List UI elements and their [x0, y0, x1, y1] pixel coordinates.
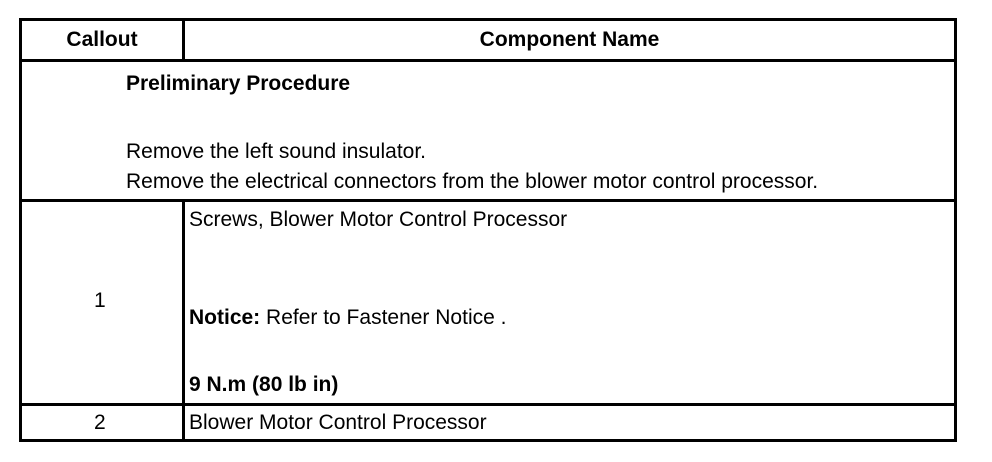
header-component-name: Component Name [479, 28, 660, 51]
notice-label: Notice: [189, 306, 261, 329]
table-row: 2 Blower Motor Control Processor [22, 406, 954, 439]
notice-text: Refer to Fastener Notice . [260, 306, 507, 329]
divider-row-1 [22, 403, 954, 406]
table-row: 1 Screws, Blower Motor Control Processor… [22, 202, 954, 403]
row-2-callout: 2 [94, 411, 106, 434]
row-1-component: Screws, Blower Motor Control Processor [189, 208, 568, 231]
preliminary-procedure-title: Preliminary Procedure [126, 72, 351, 95]
header-callout: Callout [66, 28, 138, 51]
procedure-table: Callout Component Name Preliminary Proce… [19, 18, 957, 442]
row-1-notice: Notice: Refer to Fastener Notice . [189, 306, 506, 330]
preliminary-step-1: Remove the left sound insulator. [126, 140, 427, 163]
preliminary-procedure-cell: Preliminary Procedure Remove the left so… [22, 62, 954, 199]
row-2-component: Blower Motor Control Processor [189, 411, 487, 434]
row-1-callout: 1 [94, 289, 106, 312]
divider-preliminary [22, 199, 954, 202]
divider-header [22, 59, 954, 62]
divider-header-vertical [182, 21, 185, 59]
divider-row-2-vertical [182, 406, 185, 439]
divider-row-1-vertical [182, 202, 185, 403]
row-1-torque: 9 N.m (80 lb in) [189, 373, 339, 396]
preliminary-step-2: Remove the electrical connectors from th… [126, 170, 819, 193]
